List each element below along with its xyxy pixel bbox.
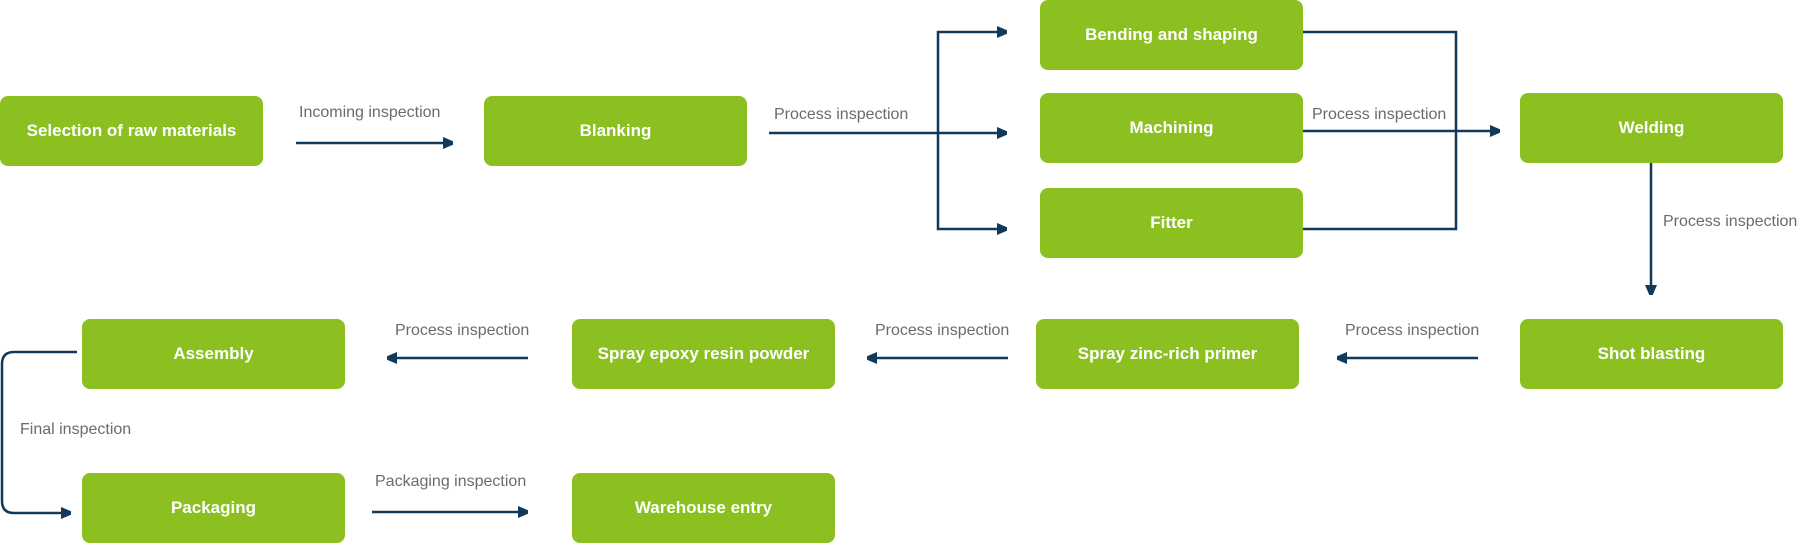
label-final-inspection: Final inspection [20,421,132,438]
node-blanking: Blanking [484,96,747,166]
node-shot-blasting: Shot blasting [1520,319,1783,389]
node-zinc-primer: Spray zinc-rich primer [1036,319,1299,389]
label-welding-inspection: Process inspection [1663,213,1798,230]
node-epoxy: Spray epoxy resin powder [572,319,835,389]
node-packaging: Packaging [82,473,345,543]
node-warehouse: Warehouse entry [572,473,835,543]
branch-to-bending [936,32,1006,133]
final-loop [0,350,77,513]
label-epoxy-inspection: Process inspection [395,322,530,339]
label-blanking-inspection: Process inspection [774,106,909,123]
label-incoming-inspection: Incoming inspection [299,104,441,121]
node-raw-materials: Selection of raw materials [0,96,263,166]
label-zinc-inspection: Process inspection [875,322,1010,339]
label-packaging-inspection: Packaging inspection [375,473,527,490]
node-machining: Machining [1040,93,1303,163]
node-fitter: Fitter [1040,188,1303,258]
node-assembly: Assembly [82,319,345,389]
branch-to-fitter [936,133,1006,229]
node-welding: Welding [1520,93,1783,163]
label-merge-inspection: Process inspection [1312,106,1447,123]
node-bending: Bending and shaping [1040,0,1303,70]
label-shot-inspection: Process inspection [1345,322,1480,339]
